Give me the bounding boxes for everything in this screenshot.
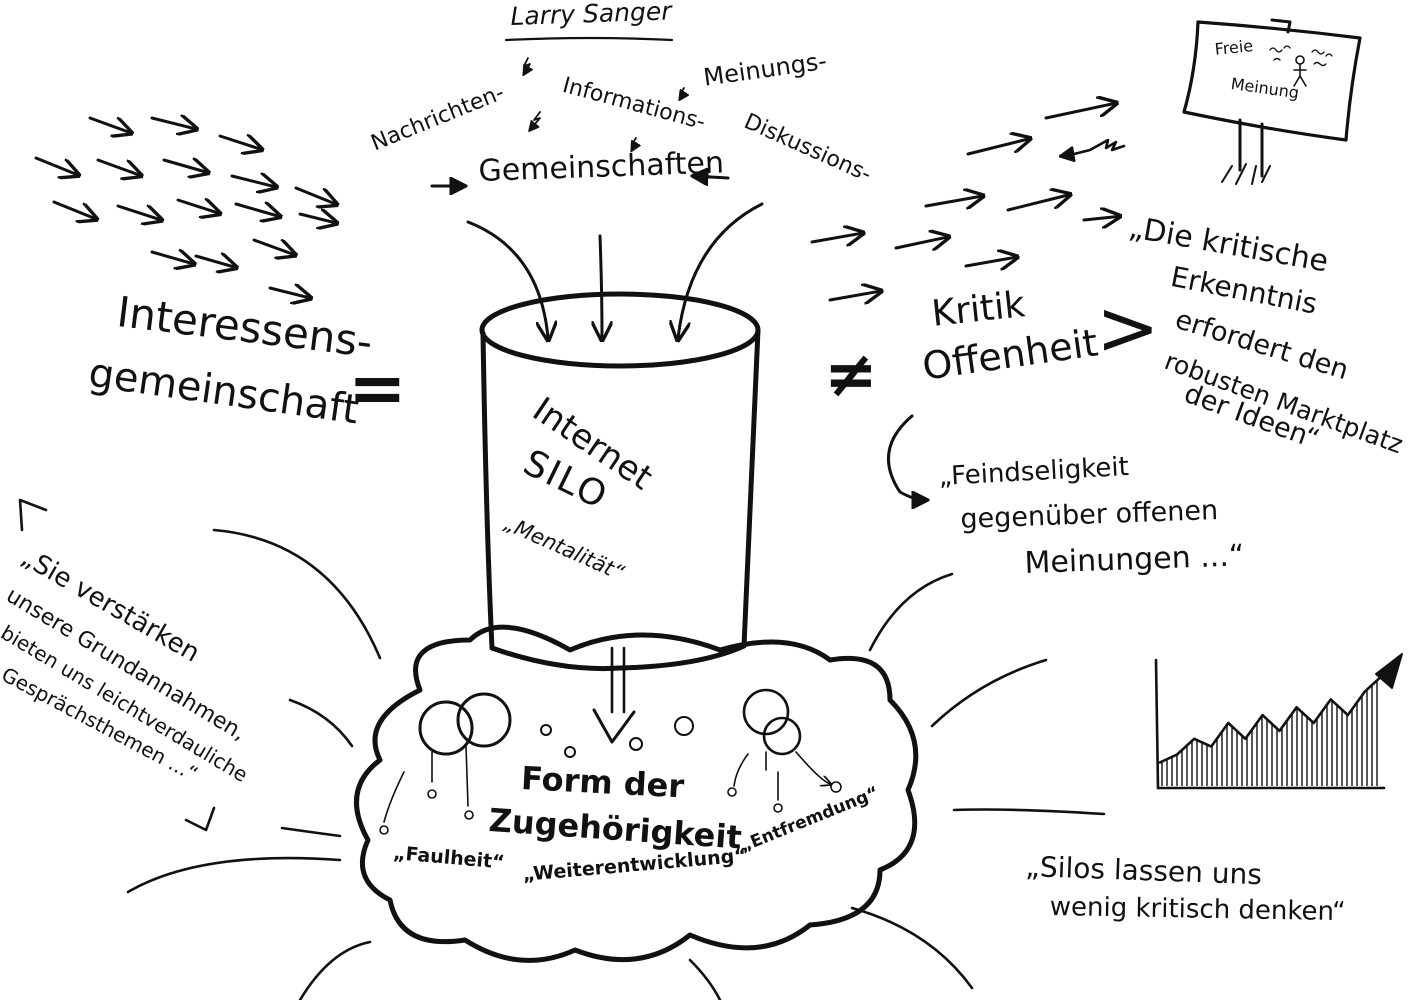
cloud-title-line1: Form der [520,762,685,804]
venn-circle [764,718,800,754]
quote-bracket-close [186,808,214,830]
tiny-person-icon [1294,56,1306,86]
flow-arrow-left [152,118,195,129]
criticism-label: Kritik [930,286,1027,333]
bubble [831,782,841,792]
flow-arrow-left [296,188,335,204]
lightning-arrow [530,112,540,130]
arrow-into-silo-left [468,222,548,338]
arrow-silo-to-cloud-head [594,710,634,742]
flow-arrow-right [896,237,947,248]
arrow-openness-to-hostility [888,416,926,500]
bubble [465,811,473,819]
flow-arrow-right [1046,103,1114,118]
quote-bracket-open [20,500,46,530]
flow-arrow-left [196,256,234,267]
flow-arrow-left [270,288,309,298]
flow-arrow-right [812,233,861,242]
arrow-into-silo-middle [600,236,602,338]
flow-arrow-left [178,200,218,213]
greater-than-sign: > [1096,288,1160,368]
flow-arrow-left [90,118,129,132]
bubble [541,725,551,735]
lightning-arrow [680,88,684,99]
flow-arrow-left [98,160,139,175]
hostility-quote-line3: Meinungen ...“ [1024,540,1245,579]
bubble [675,717,693,735]
bubble [380,826,388,834]
flow-arrow-left [118,206,160,220]
flow-arrow-left [54,202,95,218]
flow-arrow-right [1008,195,1068,210]
bubble [774,804,782,812]
flow-arrow-right [1084,216,1118,220]
bubble [630,738,642,750]
author-name: Larry Sanger [510,0,672,30]
flow-arrow-left [254,240,293,254]
author-underline [506,38,672,40]
chart-series-line [1160,676,1382,763]
flow-arrow-right [968,139,1028,154]
bubble [428,790,436,798]
flow-arrow-left [152,252,192,264]
bubble [728,788,736,796]
flow-arrow-left [232,176,275,187]
chart-trend-arrowhead [1376,654,1402,688]
bubble [565,747,575,757]
flow-arrow-left [164,160,206,172]
communities-label: Gemeinschaften [478,147,724,187]
equals-sign: = [348,352,407,426]
flow-arrow-right [830,291,879,300]
venn-circle [420,702,472,754]
flow-arrow-left [300,214,335,223]
flow-arrow-right [926,196,981,206]
flow-arrow-left [36,158,77,174]
flow-arrow-left [236,204,278,216]
flow-arrow-right [966,257,1015,266]
rising-chart [1156,650,1402,788]
arrow-silo-to-cloud [612,648,624,712]
silos-quote-line1: „Silos lassen uns [1025,852,1262,890]
venn-circle [458,694,510,746]
lightning-arrow [524,58,530,74]
zigzag-arrow [1062,140,1124,156]
free-opinion-sign [1184,20,1360,184]
silos-quote-line2: wenig kritisch denken“ [1050,894,1346,926]
flow-arrow-left [220,136,260,149]
not-equal-sign: ≠ [824,342,878,409]
